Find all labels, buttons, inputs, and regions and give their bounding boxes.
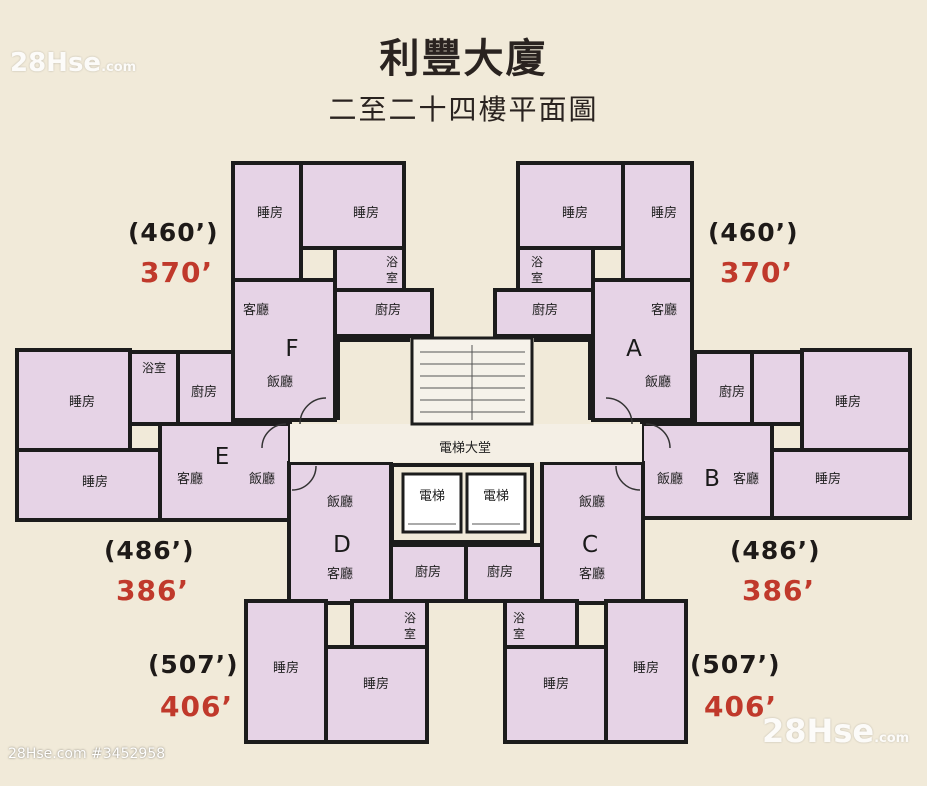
flat-a-dining-label: 飯廳 [645, 374, 671, 390]
lift-lobby [290, 424, 642, 462]
flat-e-net-area: 386’ [116, 574, 190, 607]
flat-d-bedroom-left [244, 599, 328, 744]
flat-a-living [591, 278, 694, 422]
flat-a-bath-top: 浴 [531, 255, 543, 269]
flat-e-bedroom-top-label: 睡房 [69, 394, 95, 410]
flat-c-bedroom-left [503, 645, 608, 744]
flat-c-letter: C [582, 532, 598, 558]
flat-c-gross-area: (507’) [690, 650, 781, 679]
flat-a-bedroom-right [621, 161, 694, 282]
flat-b-gross-area: (486’) [730, 536, 821, 565]
flat-b-bedroom-bottom [770, 448, 912, 520]
flat-c-bedroom-left-label: 睡房 [543, 676, 569, 692]
flat-d-bedroom-left-label: 睡房 [273, 660, 299, 676]
watermark-bottom: 28Hse.com [762, 712, 910, 750]
flat-e-bedroom-bottom [15, 448, 162, 522]
flat-e-dining-label: 飯廳 [249, 471, 275, 487]
flat-c-living-label: 客廳 [579, 566, 605, 582]
flat-a-kitchen [493, 288, 595, 338]
flat-e-kitchen-label: 廚房 [191, 384, 217, 400]
flat-a-bedroom-left [516, 161, 625, 250]
flat-a-gross-area: (460’) [708, 218, 799, 247]
flat-b-kitchen-label: 廚房 [719, 384, 745, 400]
flat-d-dining-label: 飯廳 [327, 494, 353, 510]
flat-a-bedroom-right-label: 睡房 [651, 205, 677, 221]
flat-b-living-label: 客廳 [733, 471, 759, 487]
flat-b-bedroom-bottom-label: 睡房 [815, 471, 841, 487]
flat-d-kitchen-label: 廚房 [415, 564, 441, 580]
watermark-top: 28Hse.com [10, 48, 137, 78]
flat-d-bath-top: 浴 [404, 611, 416, 625]
flat-c-bath-bottom: 室 [513, 626, 525, 641]
flat-c-bath-top: 浴 [513, 611, 525, 625]
flat-d-bedroom-right-label: 睡房 [363, 676, 389, 692]
flat-d-letter: D [333, 532, 351, 558]
lift-lobby-label: 電梯大堂 [439, 441, 491, 456]
flat-f-bedroom-right-label: 睡房 [353, 205, 379, 221]
lift-right [465, 472, 527, 534]
lift-right-label: 電梯 [483, 489, 509, 504]
flat-f-gross-area: (460’) [128, 218, 219, 247]
flat-f-kitchen-label: 廚房 [375, 302, 401, 318]
flat-d-gross-area: (507’) [148, 650, 239, 679]
flat-a-kitchen-label: 廚房 [532, 302, 558, 318]
flat-b-bedroom-top [800, 348, 912, 452]
flat-c-kitchen-label: 廚房 [487, 564, 513, 580]
flat-f-bedroom-left [231, 161, 303, 282]
flat-f-bath [333, 246, 406, 292]
flat-f-dining-label: 飯廳 [267, 374, 293, 390]
flat-e-gross-area: (486’) [104, 536, 195, 565]
flat-e-bedroom-bottom-label: 睡房 [82, 474, 108, 490]
flat-d-bedroom-right [324, 645, 429, 744]
flat-f-letter: F [285, 336, 298, 362]
flat-f-bath-bottom: 室 [386, 270, 398, 285]
flat-f-kitchen [333, 288, 434, 338]
flat-f-bedroom-left-label: 睡房 [257, 205, 283, 221]
flat-a-letter: A [626, 336, 642, 362]
flat-f-living-label: 客廳 [243, 302, 269, 318]
flat-c-net-area: 406’ [704, 690, 778, 723]
flat-e-living-label: 客廳 [177, 471, 203, 487]
flat-a-bath [516, 246, 595, 292]
flat-b-kitchen [693, 350, 754, 426]
flat-f-net-area: 370’ [140, 256, 214, 289]
flat-d-bath [350, 599, 429, 649]
flat-a-bedroom-left-label: 睡房 [562, 205, 588, 221]
watermark-listing-id: 28Hse.com #3452958 [8, 746, 166, 762]
flat-b-letter: B [704, 466, 720, 492]
flat-b-dining-label: 飯廳 [657, 471, 683, 487]
flat-f-bedroom-right [299, 161, 406, 250]
flat-e-letter: E [215, 444, 230, 470]
lift-left [401, 472, 463, 534]
flat-b-net-area: 386’ [742, 574, 816, 607]
flat-d-bath-bottom: 室 [404, 626, 416, 641]
flat-e-bath-label: 浴室 [142, 360, 166, 375]
flat-b-bedroom-top-label: 睡房 [835, 394, 861, 410]
flat-d-living-label: 客廳 [327, 566, 353, 582]
flat-a-net-area: 370’ [720, 256, 794, 289]
flat-f-bath-top: 浴 [386, 255, 398, 269]
lift-left-label: 電梯 [419, 489, 445, 504]
flat-a-bath-bottom: 室 [531, 270, 543, 285]
flat-c-dining-label: 飯廳 [579, 494, 605, 510]
flat-c-bedroom-right-label: 睡房 [633, 660, 659, 676]
plan-title: 利豐大廈 [379, 36, 548, 82]
flat-a-living-label: 客廳 [651, 302, 677, 318]
flat-f-living [231, 278, 337, 422]
plan-subtitle: 二至二十四樓平面圖 [328, 93, 599, 126]
flat-b-bath [750, 350, 804, 426]
flat-d-net-area: 406’ [160, 690, 234, 723]
flat-c-bedroom-right [604, 599, 688, 744]
